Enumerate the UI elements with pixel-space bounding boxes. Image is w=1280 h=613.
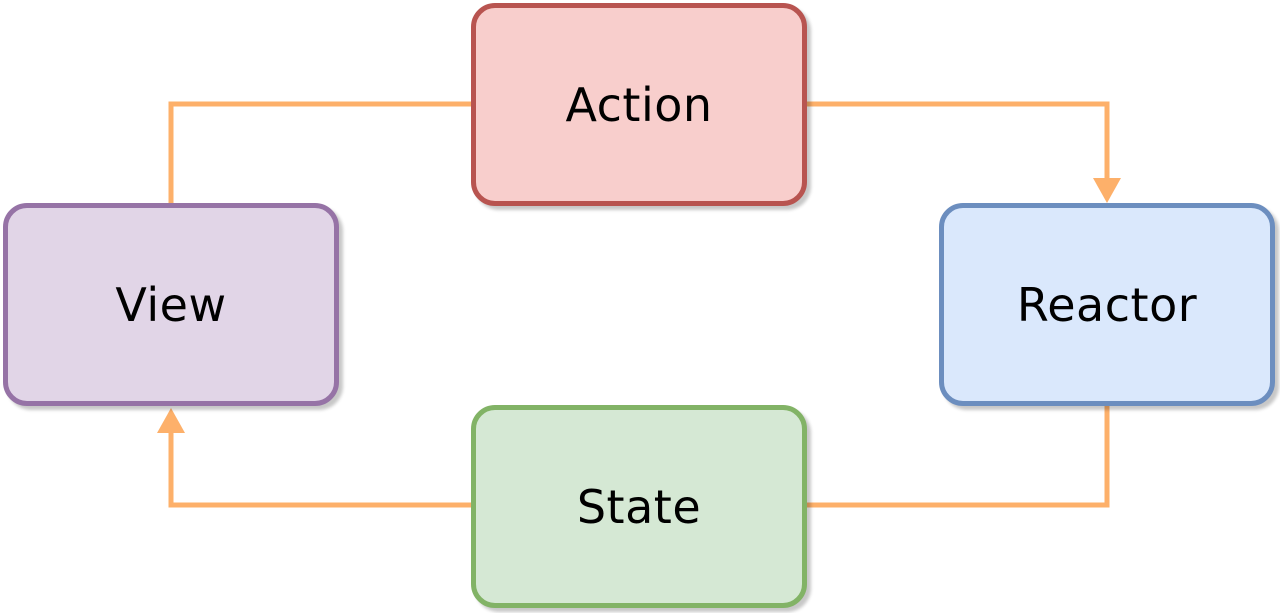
state-node: State: [471, 405, 807, 608]
arrowhead-to-reactor: [1093, 178, 1121, 203]
action-label: Action: [565, 77, 713, 132]
arrowhead-to-view: [157, 408, 185, 433]
reactor-label: Reactor: [1016, 277, 1198, 332]
view-label: View: [115, 277, 227, 332]
state-label: State: [576, 479, 702, 534]
view-node: View: [3, 203, 339, 406]
edge-reactor-to-state: [807, 406, 1110, 508]
edge-view-to-action: [168, 101, 471, 203]
action-node: Action: [471, 3, 807, 206]
edge-state-to-view: [168, 430, 471, 508]
reactor-node: Reactor: [939, 203, 1275, 406]
edge-action-to-reactor: [807, 101, 1110, 180]
